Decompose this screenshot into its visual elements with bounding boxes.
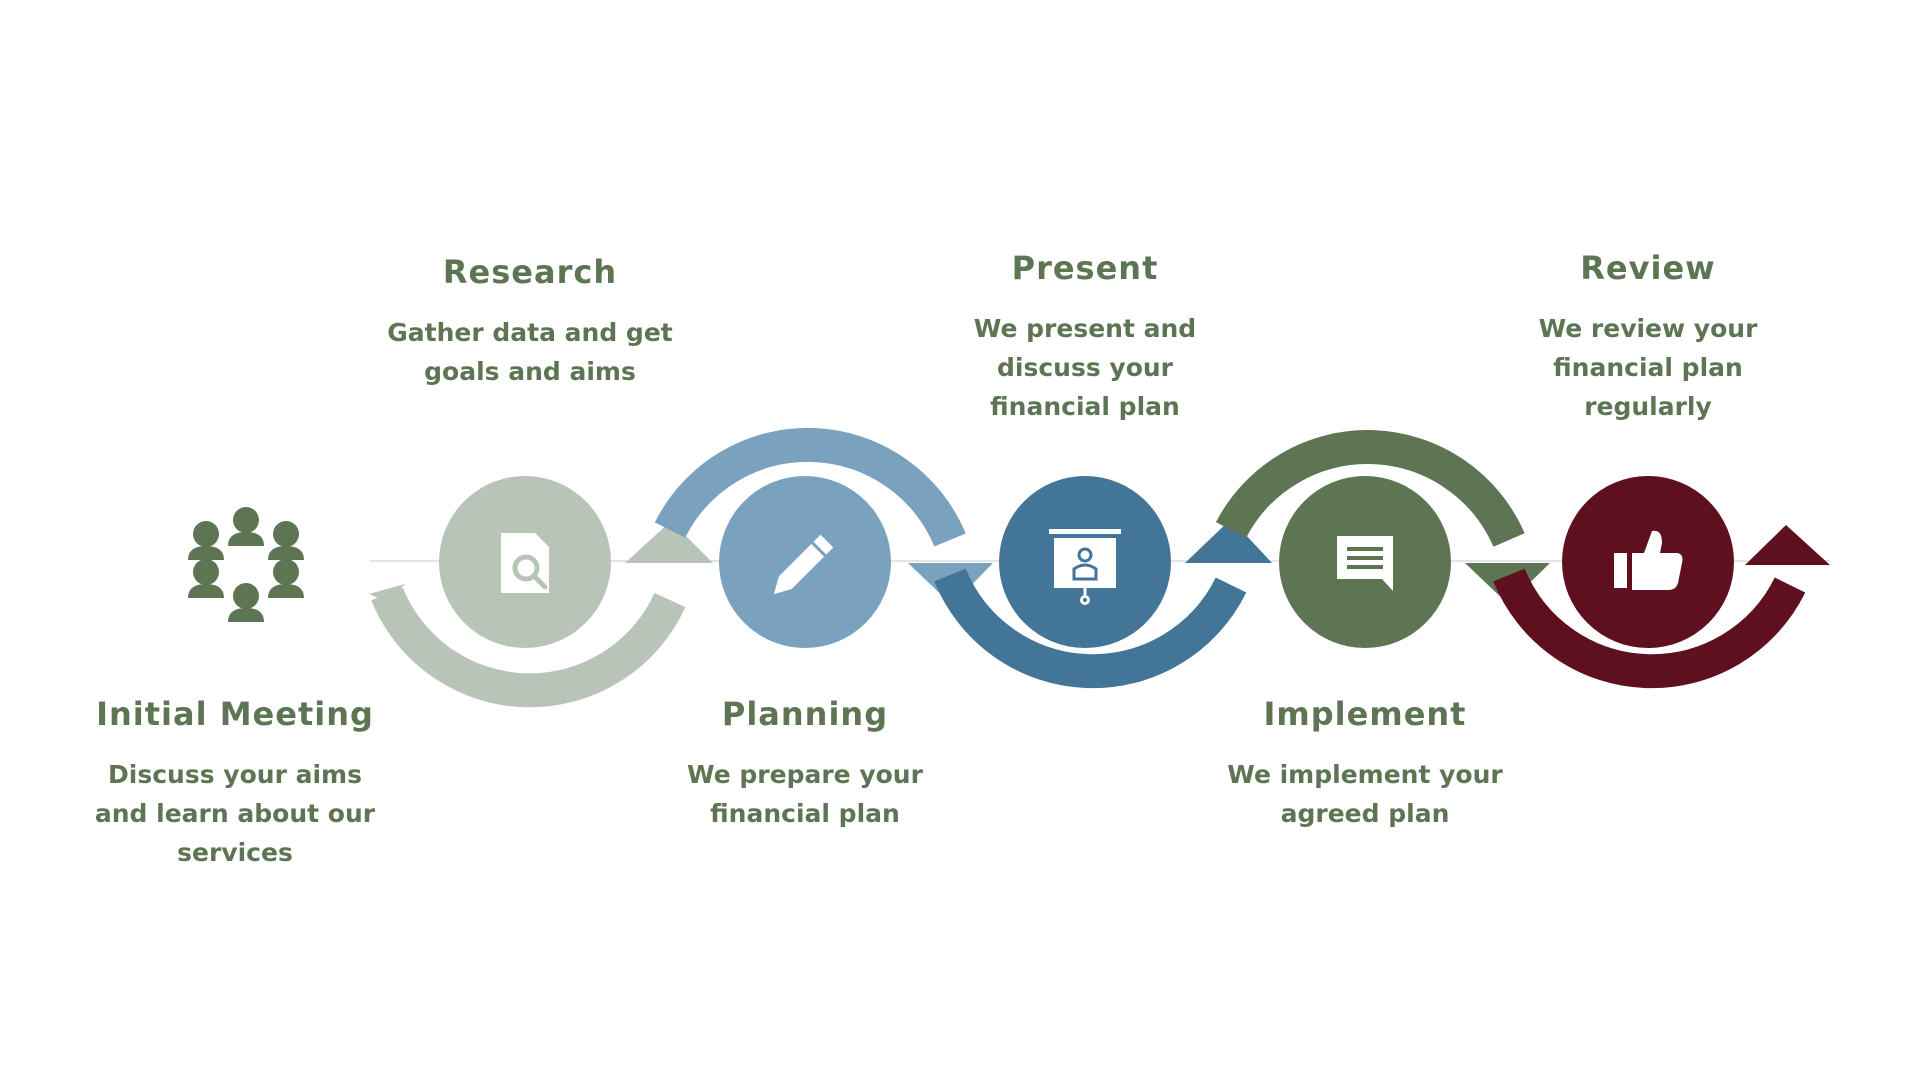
step-title: Planning [721, 695, 889, 733]
step-research: Research Gather data and get goals and a… [375, 253, 685, 391]
step-initial-meeting: Initial Meeting Discuss your aims and le… [85, 695, 385, 872]
step-present: Present We present and discuss your fina… [935, 249, 1235, 426]
step-implement: Implement We implement your agreed plan [1205, 695, 1525, 833]
present-arrow [934, 519, 1272, 689]
step-description: We prepare your financial plan [687, 760, 923, 828]
step-planning: Planning We prepare your financial plan [655, 695, 955, 833]
step-title: Review [1580, 249, 1716, 287]
step-review: Review We review your financial plan reg… [1498, 249, 1798, 426]
step-description: We present and discuss your financial pl… [973, 314, 1197, 421]
people-group-icon [188, 507, 304, 622]
speech-bubble-icon [1337, 536, 1393, 591]
research-arrow [369, 521, 713, 708]
step-title: Implement [1263, 695, 1467, 733]
step-title: Present [1011, 249, 1159, 287]
step-description: We implement your agreed plan [1227, 760, 1503, 828]
review-arrow [1493, 525, 1830, 689]
pencil-icon [773, 534, 834, 595]
document-search-icon [501, 533, 549, 593]
step-description: Gather data and get goals and aims [387, 318, 673, 386]
step-title: Research [442, 253, 618, 291]
step-description: Discuss your aims and learn about our se… [94, 760, 376, 867]
step-description: We review your financial plan regularly [1538, 314, 1758, 421]
step-title: Initial Meeting [96, 695, 374, 733]
presentation-board-icon [1049, 529, 1121, 605]
thumbs-up-icon [1614, 530, 1683, 590]
